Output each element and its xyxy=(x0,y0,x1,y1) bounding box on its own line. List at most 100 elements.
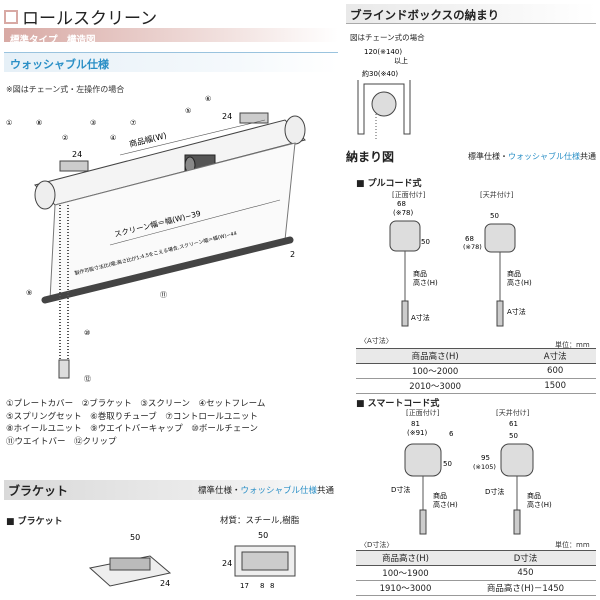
smart-r1c1: 商品高さ(H)－1450 xyxy=(454,580,596,596)
weight-bar xyxy=(41,236,294,304)
pull-a-label-b: A寸法 xyxy=(507,307,526,316)
smart-r1c0: 1910〜3000 xyxy=(356,580,455,596)
legend-2: ②ブラケット xyxy=(81,399,132,409)
box-roll xyxy=(371,91,397,117)
bracket-right xyxy=(239,112,269,124)
page-title: ロールスクリーン xyxy=(4,4,157,29)
bracket-iso-top xyxy=(109,557,151,571)
smart-drawings: 81 (※91) 6 50 D寸法 商品 高さ(H) 61 50 95 (※10… xyxy=(391,420,552,535)
bracket-material: 材質：スチール,樹脂 xyxy=(220,516,300,526)
clip xyxy=(58,359,70,379)
diagram-note: ※図はチェーン式・左操作の場合 xyxy=(6,85,125,94)
bracket-header: ブラケット 標準仕様・ウォッシャブル仕様共通 xyxy=(4,480,338,500)
legend-4: ④セットフレーム xyxy=(198,399,266,409)
pull-title: ■ プルコード式 xyxy=(356,179,422,189)
bracket-title: ブラケット xyxy=(8,483,69,498)
dim-depth: 約30(※40) xyxy=(362,69,398,78)
pull-front-unit xyxy=(389,220,421,252)
bracket-section: ブラケット 標準仕様・ウォッシャブル仕様共通 xyxy=(4,480,338,500)
pull-d50: 50 xyxy=(421,238,430,246)
osamari-header: 納まり図 標準仕様・ウォッシャブル仕様共通 xyxy=(346,148,596,165)
pull-r0c1: 600 xyxy=(514,363,596,379)
callout-10: ⑩ xyxy=(84,329,90,337)
dim-24-front: 24 xyxy=(222,559,232,568)
bracket-spec: 標準仕様・ウォッシャブル仕様共通 xyxy=(198,484,334,496)
page-title-text: ロールスクリーン xyxy=(22,9,158,29)
callout-5: ⑤ xyxy=(185,107,191,115)
dim-8b: 8 xyxy=(270,582,274,590)
legend-1: ①プレートカバー xyxy=(6,399,74,409)
smart-grip-b xyxy=(513,509,521,535)
legend-8: ⑧ホイールユニット xyxy=(6,424,82,434)
legend-7: ⑦コントロールユニット xyxy=(165,411,258,422)
dim-50-iso: 50 xyxy=(130,533,140,542)
pull-table-caption: 〈A寸法〉 xyxy=(360,337,393,345)
pull-r1c0: 2010〜3000 xyxy=(356,378,515,394)
pull-r1c1: 1500 xyxy=(514,378,596,394)
smart-d50: 50 xyxy=(443,460,452,468)
pull-grip xyxy=(401,300,409,327)
dim-17: 17 xyxy=(240,582,249,590)
smart-height-b: 商品 xyxy=(527,491,541,500)
smart-r0c0: 100〜1900 xyxy=(356,565,455,581)
smart-ceiling-unit xyxy=(500,443,534,477)
smart-title: ■ スマートコード式 xyxy=(356,399,440,409)
variant-text: ウォッシャブル仕様 xyxy=(10,58,109,71)
smart-d6: 6 xyxy=(449,430,454,438)
osamari-spec-blue: ウォッシャブル仕様 xyxy=(508,152,580,161)
pull-height-b: 商品 xyxy=(507,269,521,278)
spec-suffix: 共通 xyxy=(316,486,334,496)
dim-24-left: 24 xyxy=(72,150,82,159)
legend-12: ⑫クリップ xyxy=(74,436,117,447)
subtitle-bar: 標準タイプ 構造図 xyxy=(4,28,338,46)
legend-3: ③スクリーン xyxy=(140,399,190,409)
callout-9: ⑨ xyxy=(26,289,32,297)
smart-grip xyxy=(419,509,427,535)
parts-legend: ①プレートカバー ②ブラケット ③スクリーン ④セットフレーム ⑤スプリングセッ… xyxy=(6,398,336,448)
osamari-spec-prefix: 標準仕様・ xyxy=(468,152,508,161)
smart-d-label: D寸法 xyxy=(391,485,410,494)
smart-r0c1: 450 xyxy=(454,565,596,581)
legend-5: ⑤スプリングセット xyxy=(6,411,82,422)
pull-front: [正面付け] xyxy=(392,191,426,199)
pull-ceiling-unit xyxy=(484,223,516,253)
osamari-spec: 標準仕様・ウォッシャブル仕様共通 xyxy=(468,151,596,162)
bracket-sub: ■ ブラケット xyxy=(6,517,63,527)
callout-1: ① xyxy=(6,119,12,127)
callout-11: ⑪ xyxy=(160,291,167,299)
smart-d81: 81 xyxy=(411,420,420,428)
box-outline xyxy=(357,80,411,135)
smart-d105: (※105) xyxy=(473,463,496,471)
bracket-front-inner xyxy=(241,551,289,571)
spec-blue: ウォッシャブル仕様 xyxy=(240,486,317,496)
smart-table-caption: 〈D寸法〉 xyxy=(360,541,394,549)
smart-unit: 単位：mm xyxy=(555,541,590,549)
smart-height2: 高さ(H) xyxy=(433,500,458,509)
legend-11: ⑪ウエイトバー xyxy=(6,436,66,447)
roll-end-left xyxy=(34,180,56,210)
smart-col-0: 商品高さ(H) xyxy=(356,550,455,566)
pull-d68: 68 xyxy=(397,200,406,208)
pull-drawings: 68 (※78) 50 商品 高さ(H) A寸法 50 68 (※78) 商品 … xyxy=(389,200,532,327)
callout-6: ⑥ xyxy=(205,95,211,103)
pull-d50b: 50 xyxy=(490,212,499,220)
variant-bar: ウォッシャブル仕様 xyxy=(4,52,338,72)
dim-24-iso: 24 xyxy=(160,579,170,588)
smart-col-1: D寸法 xyxy=(454,550,596,566)
blindbox-drawing: 120(※140) 以上 約30(※40) xyxy=(357,48,411,139)
callout-8: ⑧ xyxy=(36,119,42,127)
spec-prefix: 標準仕様・ xyxy=(197,486,241,496)
screen-dim-line xyxy=(109,199,281,246)
legend-6: ⑥巻取りチューブ xyxy=(90,411,157,422)
roll-end-right xyxy=(284,115,306,145)
callout-3: ③ xyxy=(90,119,96,127)
blindbox-title: ブラインドボックスの納まり xyxy=(350,8,500,22)
dim-2: 2 xyxy=(290,250,295,259)
callout-7: ⑦ xyxy=(130,119,136,127)
smart-d91: (※91) xyxy=(407,429,428,437)
